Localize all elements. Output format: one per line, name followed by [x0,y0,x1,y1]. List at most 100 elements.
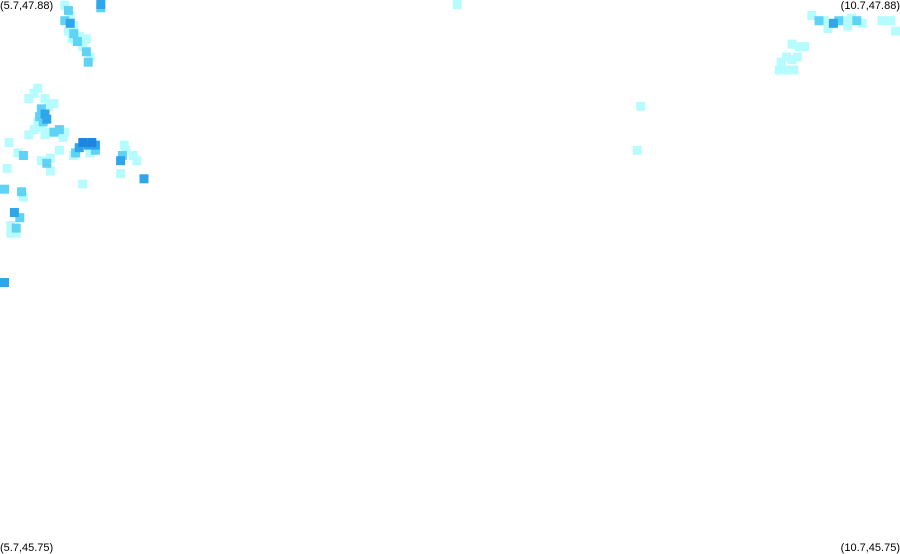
precip-cell-light [24,94,34,103]
precip-cell-medium [49,127,59,137]
precip-cell-light [40,130,50,140]
precip-cell-medium [72,37,82,46]
precip-cell-medium [852,16,862,26]
precip-cell-light [774,65,784,75]
precip-cell-light [49,99,59,109]
precip-cell-strong [116,156,126,166]
precip-cell-light [783,65,793,75]
precip-cell-medium [83,57,93,67]
precip-cell-light [877,16,887,26]
precip-cell-light [65,11,75,20]
precip-cell-light [782,52,792,62]
precip-cell-light [67,34,77,44]
precip-cell-light [29,88,39,98]
precip-cell-medium [814,16,824,26]
precip-cell-light [121,145,131,155]
precip-cell-light [18,192,28,202]
precip-cell-medium [11,223,21,233]
precip-cell-light [823,24,833,33]
precip-cell-medium [90,145,100,155]
precip-cell-light [54,145,64,155]
precip-cell-light [789,65,799,75]
precip-cell-light [843,21,853,31]
precip-cell-light [40,94,50,103]
precip-cell-medium [69,29,79,39]
precip-cell-medium [54,125,64,135]
precip-cell-light [85,148,95,158]
precip-cell-strong [40,109,50,119]
precip-cell-medium [71,148,81,158]
precip-cell-medium [834,16,844,26]
precip-cell-light [116,169,126,179]
precip-cell-light [787,55,797,65]
precip-cell-light [29,125,39,135]
precip-cell-strong [139,174,149,184]
precip-cell-light [60,0,70,10]
precip-cell-light [45,153,55,163]
precip-cell-strong [74,143,84,153]
precip-cell-medium [18,151,28,160]
precip-cell-light [33,83,43,93]
precip-cell-light [636,101,646,111]
precip-cell-strong [9,208,19,217]
precip-cell-light [839,16,849,26]
precip-cell-medium [63,5,73,15]
precip-cell-medium [0,184,9,194]
precip-cell-strong [0,278,9,287]
precip-cell-light [36,156,46,166]
precip-cell-medium [17,187,27,197]
precip-cell-light [792,52,802,62]
corner-label-bottom-left: (5.7,45.75) [0,542,54,554]
precip-cell-light [36,122,46,132]
precip-cell-light [2,164,12,173]
precip-cell-heavy [78,138,88,147]
precip-cell-strong [828,18,838,28]
precip-cell-medium [42,158,52,168]
precip-cell-light [6,228,16,238]
precip-cell-light [63,26,73,36]
precip-cell-medium [15,213,25,223]
precip-cell-light [13,148,23,158]
precip-cell-medium [36,104,46,114]
precip-cell-light [857,18,867,28]
precip-cell-strong [65,18,75,28]
precip-cell-light [11,228,21,238]
precip-cell-medium [60,16,70,26]
precip-cell-light [787,39,797,49]
precip-cell-light [846,13,856,23]
precip-cell-light [85,52,95,62]
precip-cell-light [78,179,88,189]
precip-cell-light [128,151,138,160]
precip-cell-light [794,42,804,52]
precip-cell-medium [117,151,127,160]
corner-label-top-right: (10.7,47.88) [840,0,900,12]
precip-cell-light [60,127,70,137]
precip-cell-light [800,42,810,52]
precip-cell-light [45,166,55,176]
corner-label-bottom-right: (10.7,45.75) [840,542,900,554]
precip-cell-medium [81,47,91,57]
precipitation-cells [0,0,900,287]
precip-cell-light [81,34,91,44]
precip-cell-strong [96,0,106,9]
precip-cell-light [119,140,129,150]
precip-cell-light [132,156,142,166]
precip-cell-light [6,221,16,230]
precip-cell-light [452,0,462,9]
precip-cell-light [819,16,829,26]
precip-cell-heavy [87,138,97,147]
precip-cell-light [24,130,34,140]
precip-cell-medium [35,112,45,122]
precip-cell-light [33,117,43,127]
corner-label-top-left: (5.7,47.88) [0,0,54,12]
precip-cell-light [78,42,88,52]
precip-cell-light [891,26,900,36]
precip-cell-light [44,101,54,111]
precip-cell-light [632,145,642,155]
precip-cell-light [776,57,786,67]
precip-cell-light [886,16,896,26]
precip-cell-light [74,31,84,41]
precip-cell-strong [42,114,52,124]
